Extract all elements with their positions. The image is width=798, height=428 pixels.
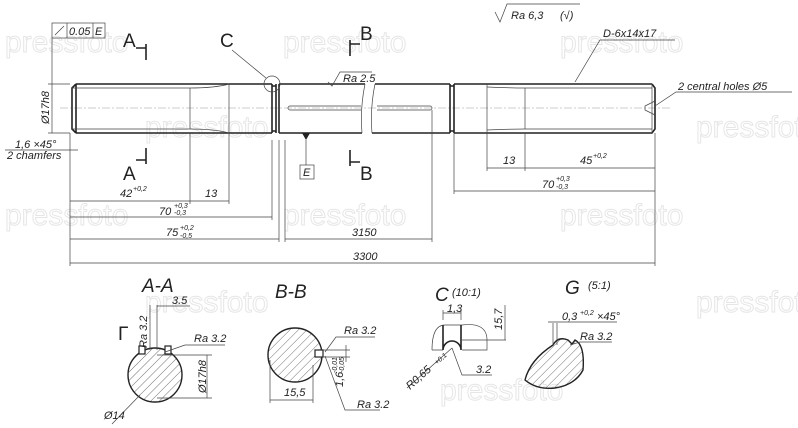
- chamfer-callout: 1,6 ×45°: [15, 139, 57, 151]
- tolerance-frame: 0.05 E Ø17h8: [40, 22, 106, 134]
- section-marks: A A C B B: [123, 24, 373, 185]
- ra-shaft: Ra 2.5: [343, 73, 376, 85]
- svg-text:+0,3: +0,3: [174, 203, 188, 210]
- svg-text:Ø14: Ø14: [103, 410, 125, 422]
- spline-callout: D-6x14x17: [603, 28, 657, 40]
- svg-text:C: C: [435, 285, 449, 306]
- svg-text:B-B: B-B: [275, 282, 307, 303]
- svg-text:+0,2: +0,2: [580, 310, 594, 317]
- svg-text:(10:1): (10:1): [452, 287, 481, 299]
- dimensions: 42 +0,2 13 70 +0,3 -0,3 75 +0,2 -0,5 315…: [69, 110, 656, 266]
- svg-text:70: 70: [159, 206, 172, 218]
- svg-text:-0,05: -0,05: [339, 357, 346, 373]
- detail-c-label: C: [220, 31, 234, 52]
- svg-text:A-A: A-A: [141, 276, 174, 297]
- svg-text:Ra 3.2: Ra 3.2: [344, 325, 376, 337]
- svg-text:-0,3: -0,3: [556, 184, 568, 191]
- svg-text:45: 45: [580, 155, 593, 167]
- general-surface-finish: Ra 6,3 (√): [494, 3, 580, 23]
- svg-text:+0,2: +0,2: [180, 225, 194, 232]
- svg-text:E: E: [95, 26, 103, 38]
- svg-text:+0,1: +0,1: [434, 352, 449, 367]
- svg-text:+0,2: +0,2: [593, 153, 607, 160]
- watermark: pressfoto: [283, 199, 406, 232]
- svg-text:3150: 3150: [352, 227, 377, 239]
- svg-text:15,7: 15,7: [493, 308, 505, 330]
- svg-text:(√): (√): [560, 10, 574, 22]
- watermark: pressfoto: [560, 26, 683, 59]
- datum-e: E: [303, 167, 311, 179]
- section-b-bottom: B: [360, 164, 373, 185]
- diameter-label: Ø17h8: [40, 90, 52, 125]
- svg-text:3.2: 3.2: [476, 364, 491, 376]
- svg-text:-0,3: -0,3: [174, 210, 186, 217]
- svg-text:1,6: 1,6: [334, 371, 346, 387]
- section-bb: B-B Ra 3.2 15,5 1,6 -0,01 -0,05 Ra 3.2: [267, 282, 389, 411]
- watermark: pressfoto: [5, 199, 128, 232]
- svg-text:Ra 6,3: Ra 6,3: [511, 10, 544, 22]
- section-b-top: B: [360, 24, 373, 45]
- watermark: pressfoto: [283, 26, 406, 59]
- svg-text:×45°: ×45°: [597, 311, 621, 323]
- svg-text:Ø17h8: Ø17h8: [197, 359, 209, 394]
- callouts: Ra 2.5 E D-6x14x17 2 central holes Ø5 1,…: [5, 28, 792, 180]
- svg-text:13: 13: [205, 188, 218, 200]
- svg-text:Ra 3.2: Ra 3.2: [580, 331, 612, 343]
- svg-text:70: 70: [542, 179, 555, 191]
- shaft: [60, 75, 670, 134]
- svg-text:+0,3: +0,3: [556, 176, 570, 183]
- watermark: pressfoto: [145, 286, 268, 319]
- svg-text:Ra 3.2: Ra 3.2: [194, 333, 226, 345]
- svg-text:(5:1): (5:1): [588, 280, 611, 292]
- svg-text:42: 42: [120, 188, 132, 200]
- section-aa: A-A 3.5 Ra 3.2 Г Ra 3.2 Ø17h8 Ø14: [103, 276, 226, 425]
- watermark: pressfoto: [696, 286, 798, 319]
- section-a-top: A: [123, 31, 136, 52]
- svg-text:Г: Г: [118, 324, 128, 345]
- svg-text:-0,01: -0,01: [332, 357, 339, 373]
- section-a-bottom: A: [123, 164, 136, 185]
- watermark: pressfoto: [696, 111, 798, 144]
- detail-c-circle: [263, 75, 281, 93]
- svg-text:3.5: 3.5: [172, 295, 188, 307]
- watermark: pressfoto: [560, 199, 683, 232]
- watermarks: pressfoto pressfoto pressfoto pressfoto …: [5, 26, 798, 408]
- svg-text:G: G: [565, 278, 580, 299]
- svg-text:Ra 3.2: Ra 3.2: [357, 399, 389, 411]
- svg-text:13: 13: [503, 155, 516, 167]
- svg-text:3300: 3300: [353, 251, 378, 263]
- svg-text:-0,5: -0,5: [180, 233, 192, 240]
- svg-text:+0,2: +0,2: [133, 186, 147, 193]
- detail-g: G (5:1) 0,3 +0,2 ×45° Ra 3.2: [524, 278, 621, 390]
- svg-text:15,5: 15,5: [284, 387, 306, 399]
- svg-text:Ra 3.2: Ra 3.2: [138, 316, 150, 348]
- watermark: pressfoto: [145, 111, 268, 144]
- svg-text:0.05: 0.05: [69, 26, 91, 38]
- svg-text:0,3: 0,3: [562, 311, 578, 323]
- svg-text:75: 75: [166, 227, 179, 239]
- svg-text:1,3: 1,3: [447, 303, 463, 315]
- central-holes-callout: 2 central holes Ø5: [677, 81, 768, 93]
- chamfer-count: 2 chamfers: [6, 150, 62, 162]
